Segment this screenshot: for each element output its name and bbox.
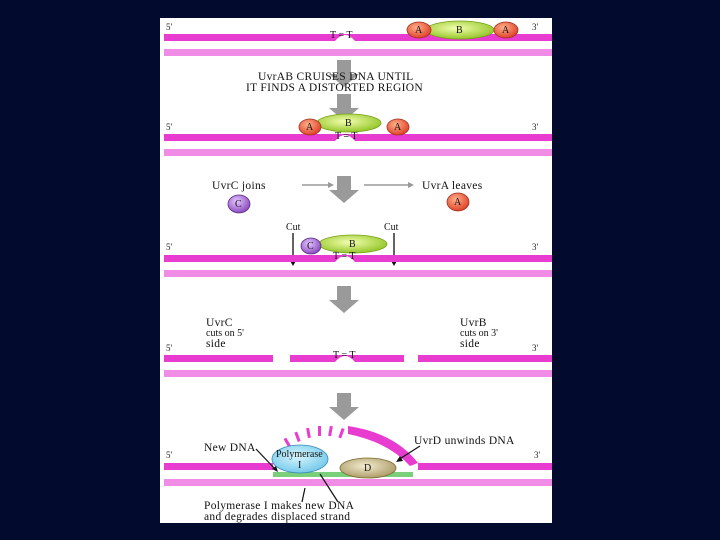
uvrab-complex-2: A B A <box>298 113 410 136</box>
uvra-protein <box>406 21 432 39</box>
top-strand-left <box>164 355 273 362</box>
protein-a-label: A <box>502 25 510 36</box>
polymerase-protein <box>271 444 329 474</box>
bottom-strand <box>164 270 552 277</box>
top-strand-right <box>418 463 552 470</box>
five-prime-label: 5' <box>166 242 173 252</box>
step5-caption-line1: Polymerase I makes new DNA <box>204 500 355 512</box>
distortion <box>335 135 355 141</box>
pointer-line <box>397 445 421 461</box>
uvrb-label-line3: side <box>460 338 480 350</box>
three-prime-label: 3' <box>532 242 539 252</box>
down-arrow-icon <box>329 286 359 313</box>
top-strand <box>164 134 552 141</box>
bottom-strand <box>164 149 552 156</box>
protein-c-label: C <box>235 199 242 210</box>
uvrbc-complex: C B <box>300 234 388 255</box>
uvrab-complex-1: A B A <box>406 20 519 40</box>
five-prime-label: 5' <box>166 122 173 132</box>
step1-caption-line1: UvrAB CRUISES DNA UNTIL <box>258 71 413 83</box>
uvrc-label-line1: UvrC <box>206 317 233 329</box>
uvra-protein <box>493 21 519 39</box>
polymerase-label-line2: I <box>298 460 301 471</box>
protein-b-label: B <box>349 239 356 250</box>
step5-caption-line2: and degrades displaced strand <box>204 511 350 523</box>
step1-caption-line2: IT FINDS A DISTORTED REGION <box>246 82 423 94</box>
new-dna-label: New DNA <box>204 442 256 454</box>
uvrc-protein <box>227 194 251 214</box>
three-prime-label: 3' <box>532 343 539 353</box>
top-strand-left <box>164 463 273 470</box>
uvrd-label: UvrD unwinds DNA <box>414 435 515 447</box>
uvrb-label-line2: cuts on 3' <box>460 328 498 339</box>
uvrc-label-line3: side <box>206 338 226 350</box>
top-strand-right <box>418 355 552 362</box>
displaced-strand <box>348 426 418 466</box>
down-arrow-icon <box>329 176 359 203</box>
distortion <box>335 256 355 262</box>
uvrc-label-line2: cuts on 5' <box>206 328 244 339</box>
five-prime-label: 5' <box>166 343 173 353</box>
three-prime-label: 3' <box>532 122 539 132</box>
distortion <box>335 35 355 41</box>
polymerase-label-line1: Polymerase <box>276 449 323 460</box>
degraded-fragments <box>283 425 345 448</box>
three-prime-label: 3' <box>532 22 539 32</box>
lesion-label: T = T <box>333 350 356 361</box>
top-strand <box>164 34 552 41</box>
pointer-line <box>255 448 277 471</box>
five-prime-label: 5' <box>166 450 173 460</box>
pointer-line <box>301 487 306 503</box>
protein-a-label: A <box>454 197 462 208</box>
protein-b-label: B <box>456 25 463 36</box>
lesion-label: T = T <box>333 251 356 262</box>
uvra-protein <box>298 118 322 136</box>
protein-a-label: A <box>415 25 423 36</box>
dna-duplex-3 <box>164 255 552 277</box>
three-prime-label: 3' <box>534 450 541 460</box>
cut-left-label: Cut <box>286 222 301 233</box>
protein-d-label: D <box>364 463 371 474</box>
uvrb-label-line1: UvrB <box>460 317 487 329</box>
arrow-head <box>328 182 334 188</box>
arrow-head <box>408 182 414 188</box>
dna-duplex-1 <box>164 34 552 56</box>
top-strand <box>164 255 552 262</box>
distortion <box>335 356 355 362</box>
bottom-strand <box>164 479 552 486</box>
bottom-strand <box>164 370 552 377</box>
new-dna-strand <box>273 472 413 477</box>
dna-duplex-2 <box>164 134 552 156</box>
pointer-line <box>319 473 339 503</box>
uvra-protein <box>386 118 410 136</box>
uvra-protein <box>446 192 470 212</box>
dna-duplex-5 <box>164 425 552 486</box>
protein-a-label: A <box>394 122 402 133</box>
protein-c-label: C <box>307 241 314 252</box>
five-prime-label: 5' <box>166 22 173 32</box>
protein-b-label: B <box>345 118 352 129</box>
uvra-leaves-label: UvrA leaves <box>422 180 483 192</box>
down-arrow-icon <box>329 393 359 420</box>
uvrd-protein <box>339 457 397 479</box>
protein-a-label: A <box>306 122 314 133</box>
lesion-label: T = T <box>330 30 353 41</box>
lesion-label: T = T <box>335 131 358 142</box>
uvrc-joins-label: UvrC joins <box>212 180 266 192</box>
arrow-head <box>272 466 278 472</box>
diagram-panel: 5' 3' T = T A B A UvrAB CRUISES DNA UNTI… <box>160 18 552 523</box>
down-arrow-icon <box>329 60 359 87</box>
bottom-strand <box>164 49 552 56</box>
dna-duplex-4 <box>164 355 552 377</box>
arrow-head <box>396 456 403 462</box>
cut-right-label: Cut <box>384 222 399 233</box>
uvrc-protein <box>300 237 322 255</box>
nucleotide-excision-repair-diagram: 5' 3' T = T A B A UvrAB CRUISES DNA UNTI… <box>164 20 552 523</box>
